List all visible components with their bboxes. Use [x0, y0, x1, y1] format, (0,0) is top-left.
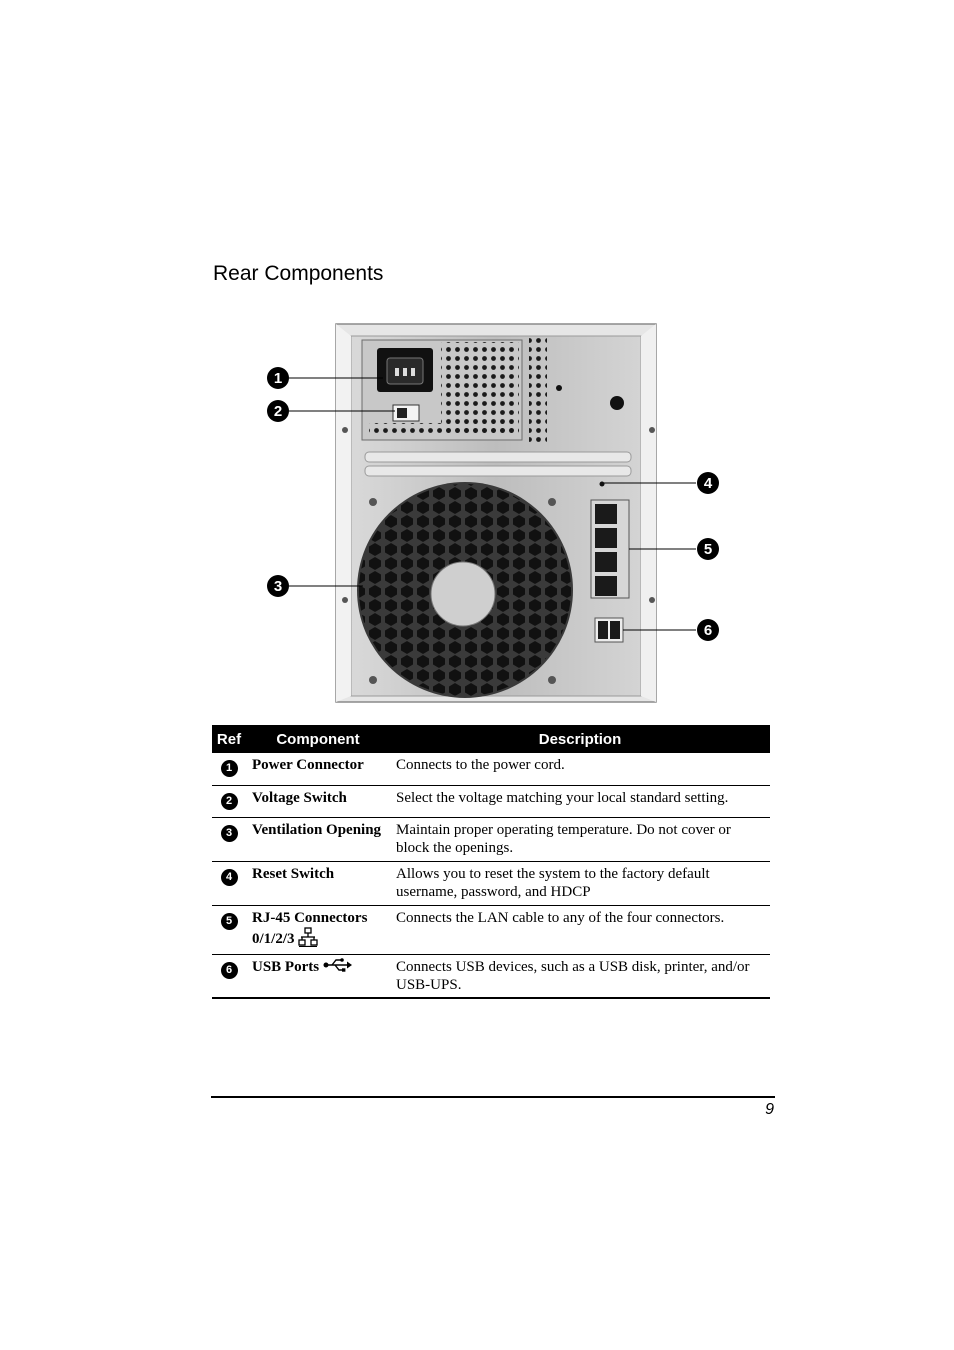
- page-number: 9: [765, 1101, 774, 1118]
- table-row: 3 Ventilation Opening Maintain proper op…: [212, 817, 770, 862]
- component-description: Connects USB devices, such as a USB disk…: [390, 954, 770, 999]
- callout-6: 6: [697, 619, 719, 641]
- svg-text:1: 1: [274, 370, 282, 387]
- component-name: Power Connector: [246, 753, 390, 786]
- svg-text:3: 3: [274, 578, 282, 595]
- ref-badge: 4: [220, 868, 238, 886]
- ref-badge: 2: [220, 792, 238, 810]
- indicator-dot: [556, 385, 562, 391]
- reset-switch: [599, 481, 605, 487]
- component-description: Allows you to reset the system to the fa…: [390, 861, 770, 906]
- header-component: Component: [246, 725, 390, 753]
- component-description: Maintain proper operating temperature. D…: [390, 817, 770, 862]
- component-name: RJ-45 Connectors 0/1/2/3: [252, 909, 368, 947]
- svg-text:6: 6: [704, 622, 712, 639]
- header-ref: Ref: [212, 725, 246, 753]
- screws: [342, 427, 655, 684]
- rj45-ports: [590, 499, 630, 599]
- components-table: Ref Component Description 1 Power Connec…: [212, 725, 770, 999]
- side-vent: [529, 338, 547, 444]
- leader-lines: [289, 377, 696, 631]
- callout-4: 4: [697, 472, 719, 494]
- lock-knob: [610, 396, 624, 410]
- component-description: Connects to the power cord.: [390, 753, 770, 786]
- callout-3: 3: [267, 575, 289, 597]
- table-row: 2 Voltage Switch Select the voltage matc…: [212, 785, 770, 818]
- ref-badge: 6: [220, 961, 238, 979]
- table-row: 1 Power Connector Connects to the power …: [212, 753, 770, 786]
- usb-ports: [594, 617, 624, 643]
- component-name: Reset Switch: [246, 861, 390, 906]
- component-description: Connects the LAN cable to any of the fou…: [390, 905, 770, 955]
- table-row: 5 RJ-45 Connectors 0/1/2/3 C: [212, 905, 770, 955]
- rear-panel-figure: 1 2 3 4 5 6: [255, 318, 735, 708]
- callout-2: 2: [267, 400, 289, 422]
- component-description: Select the voltage matching your local s…: [390, 785, 770, 818]
- table-row: 6 USB Ports Connects USB devices, such a…: [212, 954, 770, 999]
- header-description: Description: [390, 725, 770, 753]
- svg-text:4: 4: [704, 475, 713, 492]
- svg-text:5: 5: [704, 541, 712, 558]
- footer-rule: [211, 1096, 775, 1098]
- callout-1: 1: [267, 367, 289, 389]
- ref-badge: 1: [220, 760, 238, 777]
- table-header-row: Ref Component Description: [212, 725, 770, 753]
- callout-5: 5: [697, 538, 719, 560]
- ref-badge: 5: [220, 912, 238, 930]
- rear-panel-diagram: 1 2 3 4 5 6: [267, 323, 719, 703]
- component-name: Voltage Switch: [246, 785, 390, 818]
- ref-badge: 3: [220, 824, 238, 842]
- ventilation-fan: [357, 482, 573, 698]
- table-row: 4 Reset Switch Allows you to reset the s…: [212, 861, 770, 906]
- section-title: Rear Components: [213, 262, 384, 285]
- component-name: Ventilation Opening: [246, 817, 390, 862]
- svg-text:2: 2: [274, 403, 282, 420]
- component-name: USB Ports: [252, 958, 320, 975]
- psu-module: [361, 339, 523, 441]
- usb-icon: [323, 957, 353, 977]
- network-icon: [298, 926, 318, 952]
